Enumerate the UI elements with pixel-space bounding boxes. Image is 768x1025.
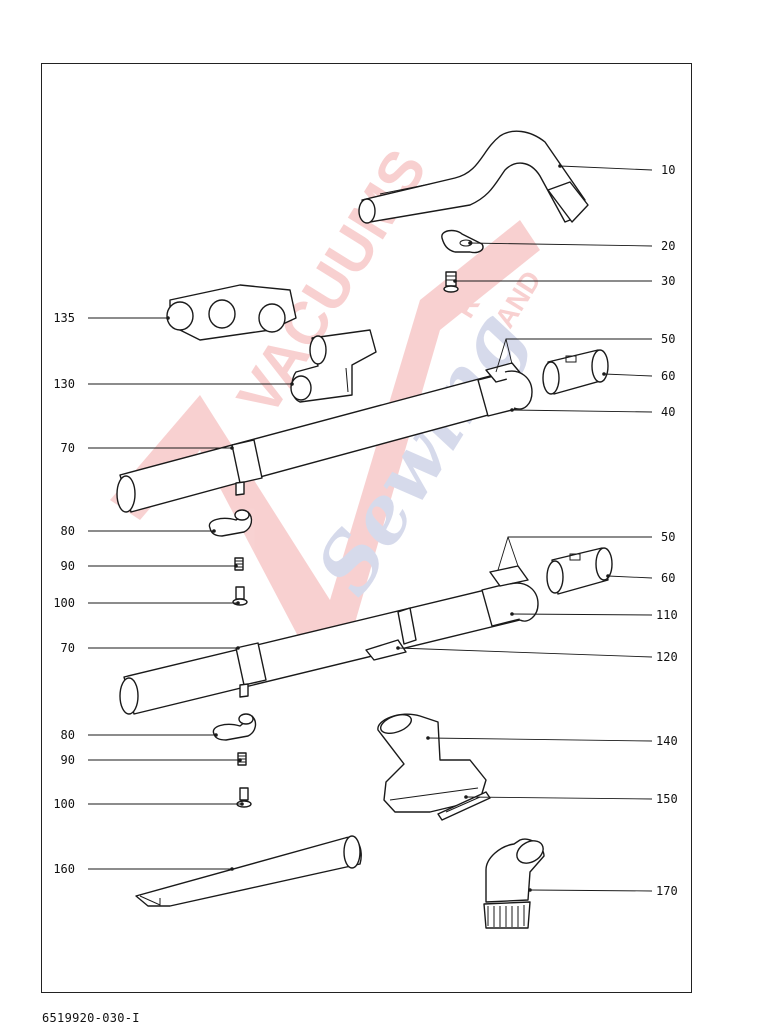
callout-120: 120 [656, 650, 678, 664]
callout-80-lower: 80 [60, 728, 75, 742]
callout-80-upper: 80 [60, 524, 75, 538]
leader-lines [88, 164, 653, 892]
document-id: 6519920-030-I [42, 1011, 140, 1025]
callout-170: 170 [656, 884, 678, 898]
part-135-clip-holder [166, 284, 297, 341]
part-150-brush-insert [437, 791, 491, 821]
part-10-handle [358, 130, 589, 224]
callout-130: 130 [53, 377, 75, 391]
callout-100-upper: 100 [53, 596, 75, 610]
callout-110: 110 [656, 608, 678, 622]
callout-150: 150 [656, 792, 678, 806]
watermark-v-logo [110, 220, 540, 640]
callout-60-lower: 60 [661, 571, 676, 585]
part-160-crevice-tool [135, 835, 362, 907]
part-130-tube-clip [290, 329, 377, 403]
part-170-dusting-brush [483, 838, 545, 929]
callout-10: 10 [661, 163, 676, 177]
part-20-clip [441, 229, 484, 254]
callout-135: 135 [53, 311, 75, 325]
callout-50-upper: 50 [661, 332, 676, 346]
callout-140: 140 [656, 734, 678, 748]
lower-extension-tube [119, 565, 539, 715]
callout-40: 40 [661, 405, 676, 419]
part-60-upper-connector [542, 349, 609, 395]
callout-90-lower: 90 [60, 753, 75, 767]
callout-30: 30 [661, 274, 676, 288]
part-30-screw [443, 271, 459, 293]
callout-60-upper: 60 [661, 369, 676, 383]
part-60-lower-connector [546, 547, 613, 595]
callout-70-lower: 70 [60, 641, 75, 655]
lower-lock-assembly [212, 713, 257, 808]
part-140-upholstery-nozzle [377, 713, 487, 813]
upper-lock-assembly [208, 509, 253, 606]
callout-160: 160 [53, 862, 75, 876]
diagram-frame [41, 63, 692, 993]
callout-50-lower: 50 [661, 530, 676, 544]
callout-100-lower: 100 [53, 797, 75, 811]
callout-90-upper: 90 [60, 559, 75, 573]
upper-extension-tube [116, 362, 533, 513]
callout-20: 20 [661, 239, 676, 253]
callout-70-upper: 70 [60, 441, 75, 455]
